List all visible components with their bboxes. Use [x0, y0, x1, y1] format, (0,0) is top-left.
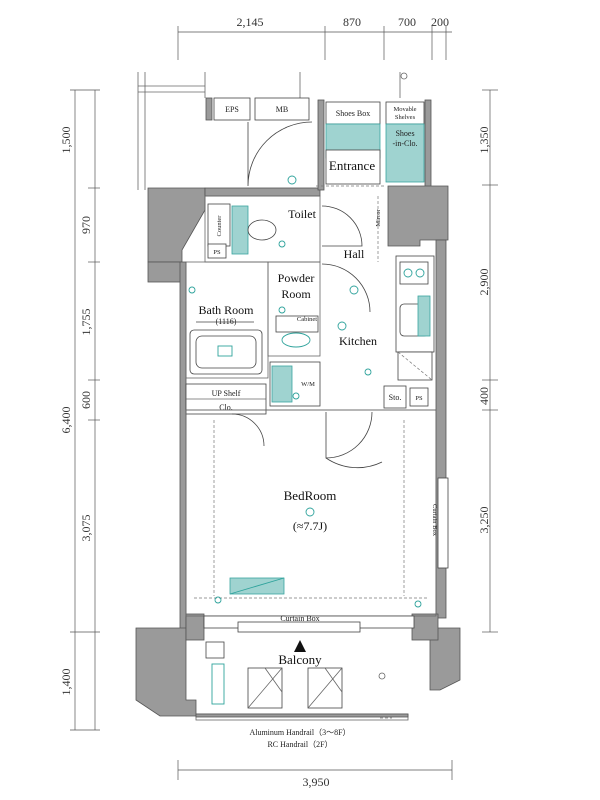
top-dimension-line: 2,145 870 700 200: [177, 15, 452, 60]
counter-label: Counter: [216, 215, 223, 237]
dim-left-2: 970: [79, 216, 93, 234]
storage: Sto. PS: [383, 385, 429, 409]
right-dimension-lines: 1,350 2,900 400 3,250: [477, 89, 498, 633]
dim-left-6: 3,075: [79, 515, 93, 542]
wm-label: W/M: [301, 381, 315, 388]
shoes-box-label: Shoes Box: [336, 109, 370, 118]
up-shelf-closet: UP Shelf Clo.: [185, 383, 267, 447]
bath-room: Bath Room (1116): [185, 261, 269, 379]
walls: [135, 97, 461, 721]
entry-door-swing: [247, 121, 313, 187]
balcony-label: Balcony: [278, 652, 322, 667]
toilet-label: Toilet: [288, 207, 316, 221]
curtain-box-side-label: Curtain Box: [431, 504, 438, 537]
dim-top-3: 700: [398, 15, 416, 29]
handrail-notes: Aluminum Handrail（3～8F） RC Handrail（2F）: [249, 728, 350, 749]
dim-left-5: 6,400: [59, 407, 73, 434]
dim-left-1: 1,500: [59, 127, 73, 154]
bath-size: (1116): [216, 317, 237, 326]
toilet-tank: [231, 205, 249, 255]
ps-box-toilet: [207, 243, 227, 259]
cabinet-label: Cabinet: [297, 316, 317, 323]
handrail-note-1: Aluminum Handrail（3～8F）: [249, 728, 350, 737]
curtain-box-label: Curtain Box: [280, 614, 319, 623]
dim-right-2: 2,900: [477, 269, 491, 296]
dim-top-4: 200: [431, 15, 449, 29]
handrail-note-2: RC Handrail（2F）: [267, 740, 332, 749]
kitchen: Kitchen: [337, 255, 435, 381]
shoes-in-clo-label-1: Shoes: [395, 129, 414, 138]
dim-left-7: 1,400: [59, 669, 73, 696]
balcony-window: Curtain Box: [203, 614, 415, 633]
left-dimension-lines: 1,500 970 1,755 600 6,400 3,075 1,400: [59, 89, 100, 731]
dim-left-4: 600: [79, 391, 93, 409]
eps-label: EPS: [225, 105, 239, 114]
ps-box-kitchen: [409, 387, 429, 407]
movable-label-1: Movable: [393, 106, 416, 113]
dim-top-2: 870: [343, 15, 361, 29]
bedroom: BedRoom (≈7.7J) Curtain Box: [185, 409, 449, 617]
up-shelf-label: UP Shelf: [212, 389, 241, 398]
powder-label-1: Powder: [278, 271, 315, 285]
dim-right-4: 3,250: [477, 507, 491, 534]
hall-label: Hall: [344, 247, 365, 261]
mirror-label: Mirror: [375, 209, 382, 227]
toilet: Counter Toilet PS: [204, 195, 363, 263]
entrance: Shoes Box Movable Shelves Shoes -in-Clo.…: [247, 101, 425, 187]
shoes-in-clo-label-2: -in-Clo.: [392, 139, 417, 148]
powder-room: Powder Room Cabinet: [267, 261, 321, 357]
corridor-area: EPS MB: [137, 72, 408, 190]
ps-label-kitchen: PS: [415, 395, 423, 402]
dim-top-1: 2,145: [237, 15, 264, 29]
kitchen-label: Kitchen: [339, 334, 377, 348]
washing-machine-area: W/M: [269, 361, 321, 407]
sto-box: [383, 385, 407, 409]
entrance-label: Entrance: [329, 158, 375, 173]
bedroom-size: (≈7.7J): [293, 519, 327, 533]
bottom-dimension-line: 3,950: [177, 760, 453, 789]
balcony-arrow: [294, 640, 306, 652]
movable-label-2: Shelves: [395, 114, 416, 121]
cabinet: [275, 315, 319, 333]
balcony: Balcony: [205, 640, 392, 719]
dim-bottom: 3,950: [303, 775, 330, 789]
toilet-bowl: [247, 219, 277, 241]
hall: Mirror Hall: [321, 196, 382, 313]
sto-label: Sto.: [389, 393, 402, 402]
dim-right-3: 400: [477, 387, 491, 405]
clo-label: Clo.: [219, 403, 233, 412]
powder-label-2: Room: [281, 287, 311, 301]
dim-right-1: 1,350: [477, 127, 491, 154]
mb-box: [254, 97, 310, 121]
eps-box: [213, 97, 251, 121]
bedroom-label: BedRoom: [284, 488, 337, 503]
ps-label-toilet: PS: [213, 249, 221, 256]
dim-left-3: 1,755: [79, 309, 93, 336]
mb-label: MB: [276, 105, 288, 114]
bath-label: Bath Room: [198, 303, 254, 317]
shoes-in-closet: [385, 123, 425, 183]
bedroom-door-swing: [325, 411, 373, 459]
